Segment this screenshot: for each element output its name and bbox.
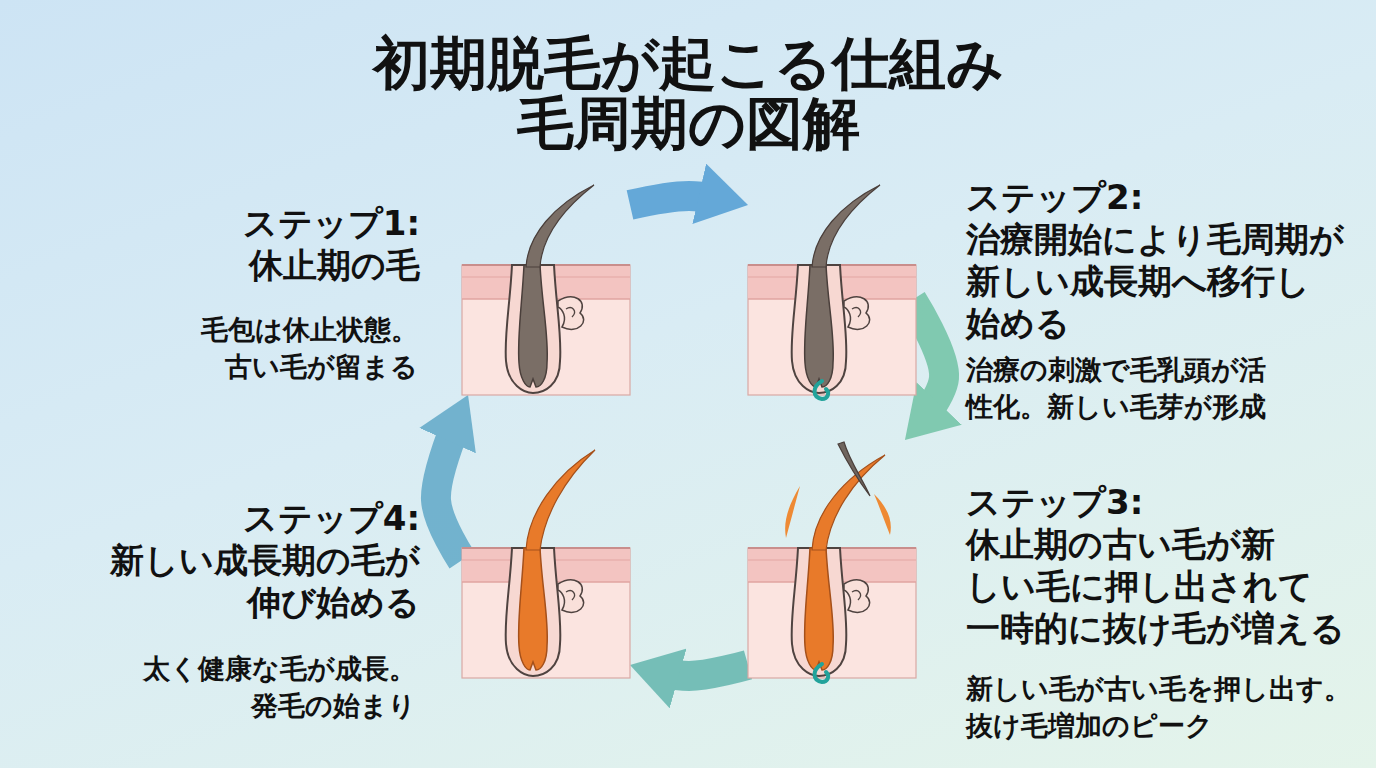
skin-block <box>462 265 630 395</box>
step-panel: ステップ1: 休止期の毛毛包は休止状態。 古い毛が留まる <box>462 185 630 395</box>
follicle-sheath <box>792 548 870 676</box>
new-hair-shaft <box>812 455 885 550</box>
step-panel: ステップ4: 新しい成長期の毛が 伸び始める太く健康な毛が成長。 発毛の始まり <box>462 440 630 685</box>
activated-follicle <box>748 185 916 399</box>
hair-shaft <box>526 185 594 267</box>
shedding-follicle <box>748 442 916 682</box>
resting-follicle <box>462 185 630 395</box>
hair-shaft <box>812 185 880 267</box>
cycle-arrow <box>630 196 748 205</box>
step-heading: ステップ4: 新しい成長期の毛が 伸び始める <box>0 497 420 623</box>
hair-root <box>519 265 548 387</box>
step-description: 治療の刺激で毛乳頭が活 性化。新しい毛芽が形成 <box>966 351 1376 425</box>
new-hair-germ <box>815 381 829 399</box>
hair-root <box>805 265 834 387</box>
step-description: 新しい毛が古い毛を押し出す。 抜け毛増加のピーク <box>966 670 1376 744</box>
step-description: 太く健康な毛が成長。 発毛の始まり <box>0 650 416 724</box>
hair-bulb <box>815 664 829 682</box>
skin-block <box>748 265 916 395</box>
growing-follicle <box>462 450 630 678</box>
motion-mark <box>874 494 891 535</box>
shed-old-hair <box>838 442 870 496</box>
follicle-sheath <box>792 265 870 393</box>
step-panel: ステップ3: 休止期の古い毛が新 しい毛に押し出されて 一時的に抜け毛が増える新… <box>748 440 912 685</box>
step-panel: ステップ2: 治療開始により毛周期が 新しい成長期へ移行し 始める治療の刺激で毛… <box>748 185 912 395</box>
hair-shaft <box>526 450 595 550</box>
motion-mark <box>785 486 800 538</box>
step-heading: ステップ2: 治療開始により毛周期が 新しい成長期へ移行し 始める <box>966 176 1376 344</box>
step-heading: ステップ3: 休止期の古い毛が新 しい毛に押し出されて 一時的に抜け毛が増える <box>966 481 1376 649</box>
skin-block <box>748 548 916 678</box>
follicle-sheath <box>506 548 584 676</box>
cycle-arrow <box>436 395 468 560</box>
follicle-sheath <box>506 265 584 393</box>
hair-root <box>519 548 548 670</box>
skin-block <box>462 548 630 678</box>
cycle-arrow <box>630 665 748 676</box>
step-description: 毛包は休止状態。 古い毛が留まる <box>0 311 418 385</box>
step-heading: ステップ1: 休止期の毛 <box>0 202 420 286</box>
diagram-title: 初期脱毛が起こる仕組み 毛周期の図解 <box>0 33 1376 153</box>
new-hair-root <box>805 548 834 670</box>
